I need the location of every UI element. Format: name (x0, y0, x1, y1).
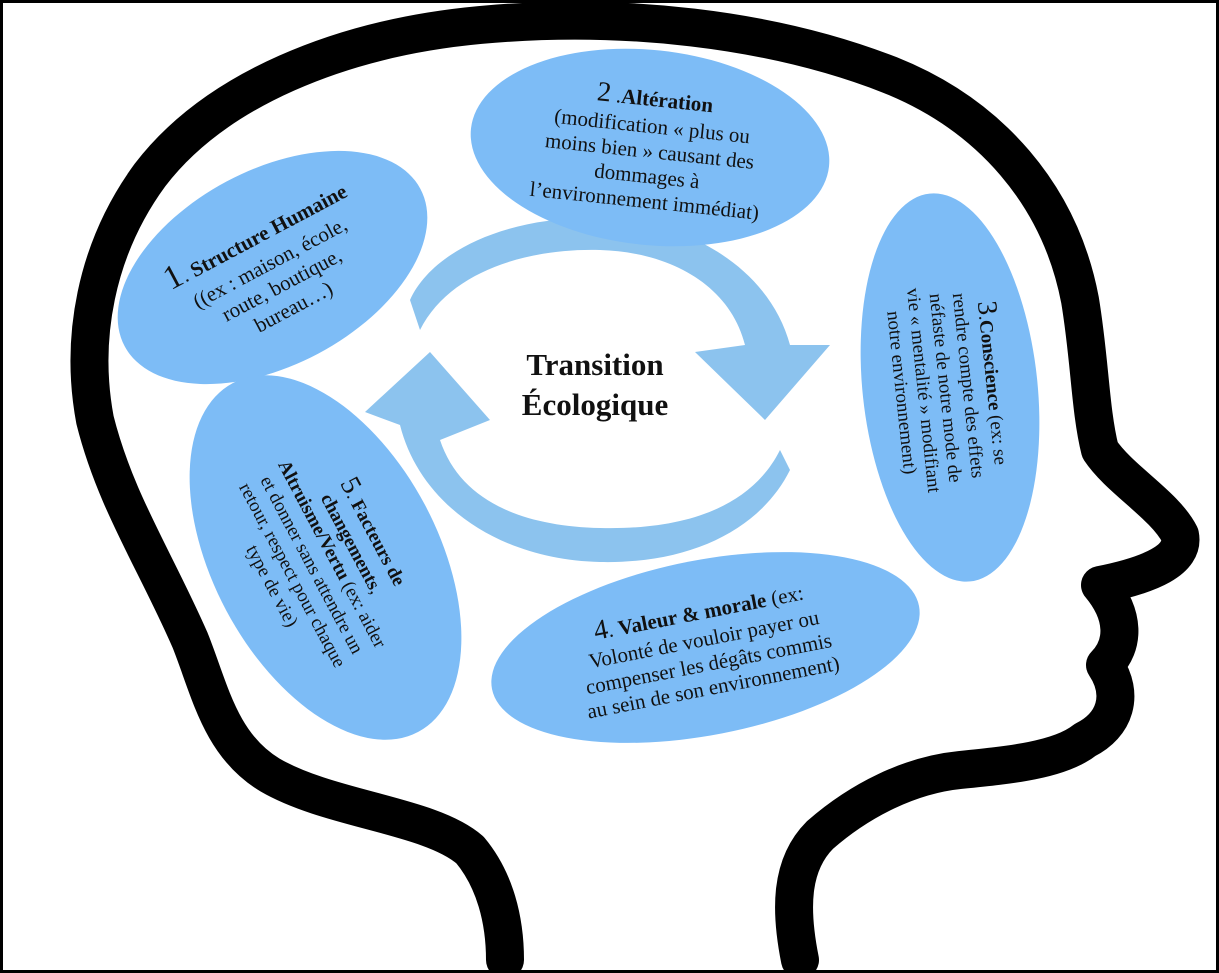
cycle-arrow-bottom (365, 352, 790, 563)
center-title: Transition Écologique (470, 345, 720, 426)
head-outline (70, 1, 1200, 973)
node-2-text: 2 .Altération (modification « plus ou mo… (528, 76, 761, 225)
center-title-line1: Transition (526, 347, 664, 382)
cycle-arrow-top (410, 217, 830, 420)
center-title-line2: Écologique (521, 387, 669, 423)
node-3-text: 3.Conscience (ex: se rendre compte des e… (881, 286, 1011, 494)
